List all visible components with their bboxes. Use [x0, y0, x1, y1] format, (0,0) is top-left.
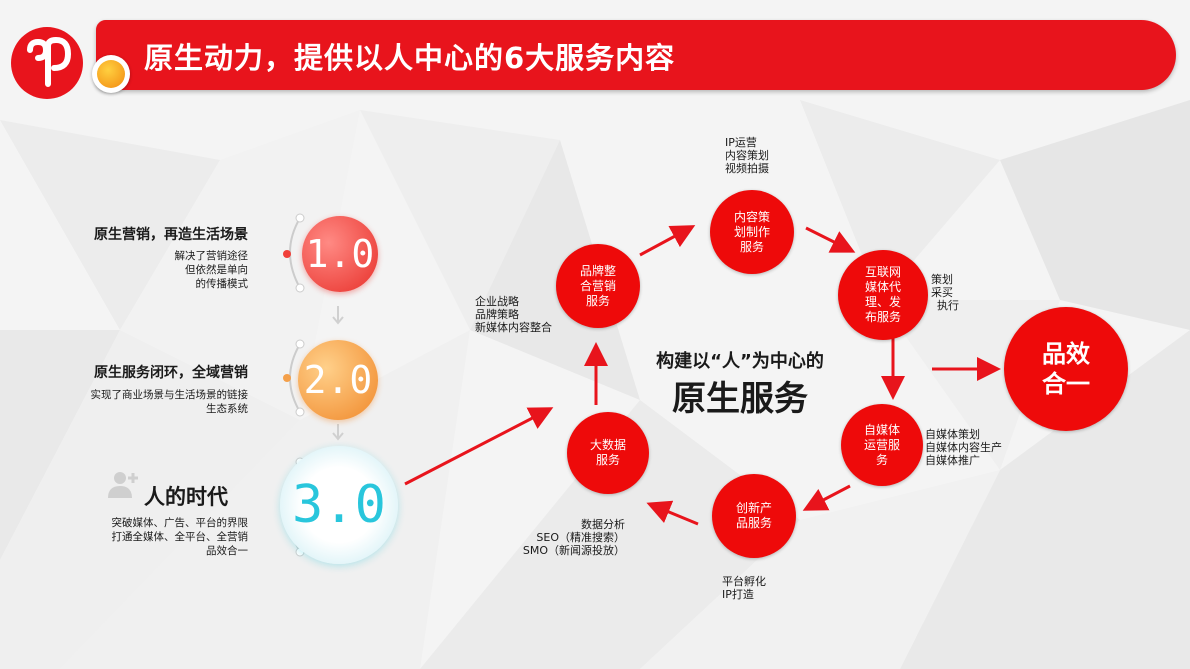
stage-1-desc: 解决了营销途径但依然是单向的传播模式	[174, 250, 249, 290]
node-brand-integration: 品牌整合营销服务	[556, 244, 640, 328]
stage-2-badge: 2.0	[298, 340, 378, 420]
stage-2-title: 原生服务闭环，全域营销	[94, 365, 248, 381]
stage-1-title: 原生营销，再造生活场景	[94, 227, 248, 243]
node-self-media: 自媒体运营服务	[841, 404, 923, 486]
center-subtitle: 构建以“人”为中心的	[656, 351, 824, 372]
node-result: 品效合一	[1004, 307, 1128, 431]
stage-3-badge: 3.0	[280, 446, 398, 564]
stage-3-title: 人的时代	[144, 485, 228, 509]
orange-dot-decoration	[92, 55, 130, 93]
annotation-content: IP运营内容策划视频拍摄	[725, 136, 769, 175]
user-add-icon	[108, 472, 138, 498]
node-big-data: 大数据服务	[567, 412, 649, 494]
annotation-brand: 企业战略品牌策略新媒体内容整合	[475, 295, 552, 334]
annotation-self-media: 自媒体策划自媒体内容生产自媒体推广	[925, 428, 1002, 467]
node-internet-media: 互联网媒体代理、发布服务	[838, 250, 928, 340]
page-title: 原生动力，提供以人中心的6大服务内容	[144, 41, 676, 75]
stage-3-label: 3.0	[292, 475, 386, 535]
center-title: 原生服务	[672, 379, 808, 419]
brand-logo	[11, 27, 83, 99]
node-innovation-product: 创新产品服务	[712, 474, 796, 558]
stage-2-label: 2.0	[303, 358, 373, 402]
stage-1-label: 1.0	[305, 232, 375, 276]
annotation-internet: 策划 采买 执行	[931, 273, 959, 312]
stage-2-desc: 实现了商业场景与生活场景的链接生态系统	[90, 389, 249, 415]
node-content-production: 内容策划制作服务	[710, 190, 794, 274]
header-banner	[96, 20, 1176, 90]
stage-1-badge: 1.0	[302, 216, 378, 292]
stage-3-desc: 突破媒体、广告、平台的界限打通全媒体、全平台、全营销品效合一	[111, 517, 249, 557]
